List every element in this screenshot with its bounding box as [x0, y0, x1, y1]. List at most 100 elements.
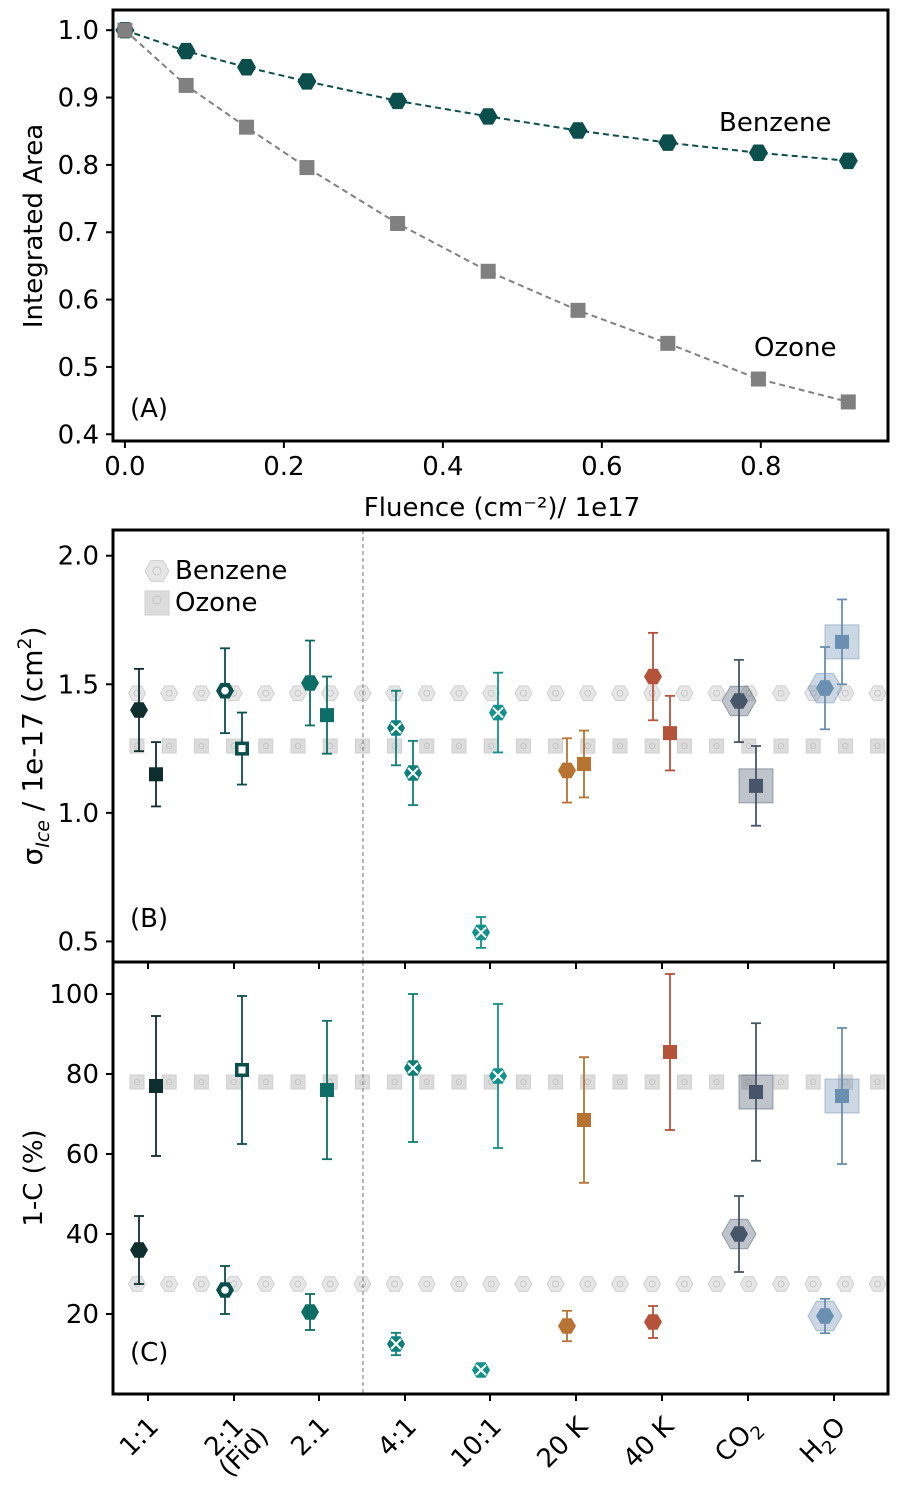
panel-b-ozone-reference — [870, 738, 886, 754]
panel-c-benzene-reference-dot — [713, 1280, 721, 1288]
panel-b-ozone-reference-dot — [166, 742, 173, 750]
panel-b-ozone-reference — [676, 738, 692, 754]
panel-b-ylabel-sup: 2 — [14, 637, 36, 649]
panel-b-ozone-point-x2 — [492, 706, 504, 719]
panel-a-point-ozone — [117, 22, 133, 38]
panel-b-ozone-point — [663, 726, 677, 741]
panel-b-benzene-point-hole — [221, 686, 229, 695]
panel-b-ozone-reference — [258, 738, 274, 754]
panel-b-ozone-reference-dot — [198, 742, 205, 750]
panel-c-ozone-reference-dot — [294, 1078, 302, 1086]
panel-a-xtick-label: 0.4 — [422, 452, 463, 482]
panel-c-ozone-reference — [709, 1074, 725, 1090]
panel-b-ozone-point — [749, 778, 763, 793]
panel-c-ozone-point — [835, 1089, 849, 1103]
panel-b-ozone-reference-dot — [616, 742, 624, 750]
panel-b-ozone-reference — [644, 738, 660, 754]
panel-b-ozone-reference — [161, 738, 177, 754]
panel-c-benzene-point-x2 — [390, 1338, 402, 1350]
panel-c-ozone-reference — [193, 1074, 209, 1090]
panel-a-ytick-label: 0.5 — [58, 353, 99, 383]
panel-b-benzene-reference-dot — [519, 689, 527, 697]
panel-a-point-ozone — [750, 371, 766, 387]
panel-c-benzene-reference-dot — [294, 1280, 302, 1288]
panel-c-benzene-reference-dot — [616, 1280, 624, 1288]
panel-b-ytick-label: 1.5 — [58, 670, 99, 700]
panel-b-benzene-point-x2 — [390, 722, 402, 734]
panel-c-benzene-reference — [192, 1276, 211, 1292]
panel-b-ozone-point — [835, 634, 849, 649]
legend-ozone-icon-dot — [152, 595, 162, 605]
panel-b-benzene-reference — [578, 685, 597, 702]
panel-b-ozone-reference-dot — [262, 742, 269, 750]
panel-c-ozone-point — [320, 1083, 334, 1097]
panel-b-ozone-reference-dot — [649, 742, 656, 750]
panel-c-benzene-reference — [868, 1276, 887, 1292]
panel-a-point-benzene — [237, 59, 256, 76]
panel-b-benzene-reference-dot — [616, 689, 624, 697]
panel-c-benzene-reference — [771, 1276, 791, 1292]
panel-c-benzene-point-hole — [221, 1286, 229, 1294]
panel-c-benzene-reference — [739, 1276, 758, 1292]
panel-c-benzene-reference — [288, 1276, 308, 1292]
panel-b-ytick-label: 0.5 — [58, 927, 99, 957]
panel-b-ozone-point-hole — [238, 745, 246, 753]
panel-b-ytick-label: 1.0 — [58, 799, 99, 829]
panel-c-ozone-point — [663, 1045, 677, 1059]
panel-b-benzene-reference — [546, 685, 565, 702]
panel-c-ozone-reference-dot — [262, 1078, 269, 1086]
panel-b-ozone-reference-dot — [810, 742, 817, 750]
panel-b-benzene-reference-dot — [874, 689, 882, 697]
panel-a-point-benzene — [297, 73, 317, 90]
panel-c-ozone-reference-dot — [681, 1078, 688, 1086]
panel-b-benzene-point — [644, 668, 662, 685]
panel-b-benzene-reference-dot — [294, 689, 302, 697]
panel-b-ozone-point — [149, 767, 163, 782]
panel-c-ozone-reference-dot — [198, 1078, 205, 1086]
panel-b-ozone-reference — [290, 738, 306, 754]
panel-c-ozone-reference — [290, 1074, 306, 1090]
panel-b-ozone-reference-dot — [488, 742, 495, 750]
panel-c-ozone-point — [149, 1079, 163, 1093]
panel-c-benzene-point — [730, 1226, 748, 1242]
panel-c-ozone-point — [577, 1113, 591, 1127]
panel-b-ozone-reference-dot — [584, 742, 591, 750]
panel-a-point-ozone — [178, 77, 194, 93]
panel-c-ozone-reference — [226, 1074, 242, 1090]
panel-a-ytick-label: 0.8 — [58, 151, 99, 181]
panel-b-benzene-reference — [288, 685, 308, 702]
panel-c-benzene-reference-dot — [230, 1280, 238, 1288]
panel-b-ozone-reference-dot — [552, 742, 559, 750]
panel-c-ozone-reference — [644, 1074, 660, 1090]
panel-c-ozone-reference — [580, 1074, 596, 1090]
panel-a-point-ozone — [390, 215, 406, 231]
panel-b-benzene-reference — [449, 685, 469, 702]
panel-c-benzene-reference-dot — [648, 1280, 656, 1288]
panel-c-benzene-reference — [256, 1276, 275, 1292]
panel-b-ozone-reference-dot — [842, 742, 849, 750]
panel-a-point-ozone — [660, 335, 676, 351]
panel-b-benzene-reference — [771, 685, 791, 702]
panel-c-ozone-reference-dot — [777, 1078, 785, 1086]
panel-c-ozone-reference-dot — [133, 1078, 141, 1086]
panel-b-ozone-reference — [612, 738, 628, 754]
panel-b-ozone-reference — [322, 738, 338, 754]
panel-a-point-ozone — [840, 394, 856, 410]
panel-c-ozone-point — [749, 1085, 763, 1099]
panel-b-ozone-reference — [483, 738, 499, 754]
panel-b-benzene-reference — [610, 685, 630, 702]
panel-c-benzene-reference-dot — [680, 1280, 688, 1288]
panel-a-ytick-label: 0.7 — [58, 218, 99, 248]
legend-benzene-icon — [144, 560, 170, 582]
panel-c-benzene-reference-dot — [262, 1280, 270, 1288]
panel-c-ozone-reference-dot — [584, 1078, 591, 1086]
panel-b-ozone-reference — [354, 738, 370, 754]
panel-c-ytick-label: 20 — [66, 1300, 99, 1330]
panel-c-benzene-point — [644, 1314, 662, 1330]
panel-b-ozone-reference — [805, 738, 821, 754]
panel-b-benzene-reference — [482, 685, 501, 702]
panel-b-benzene-reference — [127, 685, 147, 702]
panel-c-benzene-reference-dot — [165, 1280, 173, 1288]
panel-b-ozone-reference — [580, 738, 596, 754]
